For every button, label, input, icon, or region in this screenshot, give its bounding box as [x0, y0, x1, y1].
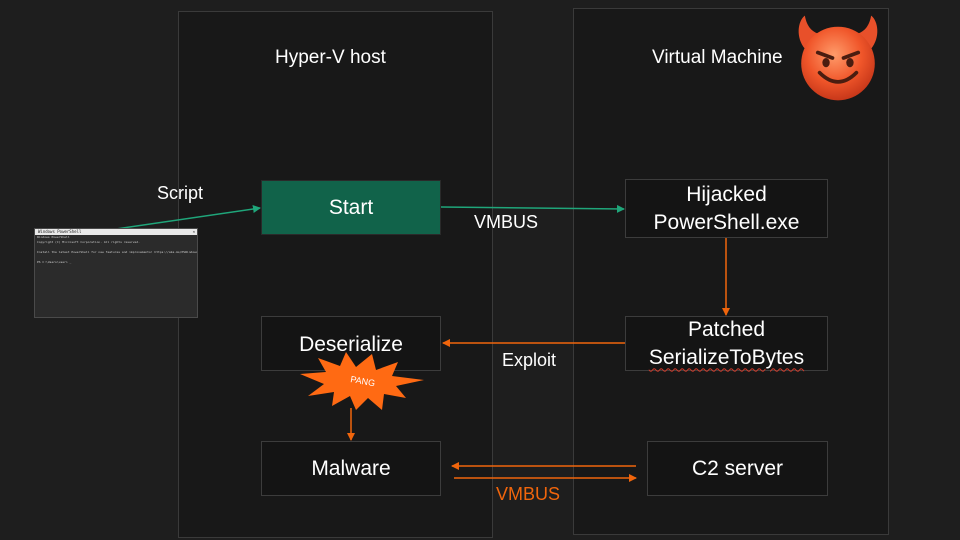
arrow-script-to-start	[115, 205, 261, 230]
script-label: Script	[157, 183, 204, 203]
powershell-title: Windows PowerShell	[38, 229, 82, 234]
terminal-line: Copyright (C) Microsoft Corporation. All…	[37, 240, 140, 244]
exploit-label: Exploit	[502, 350, 557, 370]
hijacked-powershell-box: Hijacked PowerShell.exe	[625, 179, 828, 238]
c2-server-box: C2 server	[647, 441, 828, 496]
vmbus-top-label: VMBUS	[474, 212, 539, 232]
malware-box: Malware	[261, 441, 441, 496]
hijacked-line1: Hijacked	[686, 182, 767, 206]
close-icon: ✕	[192, 229, 195, 234]
vmbus-bottom-label: VMBUS	[496, 484, 561, 504]
terminal-line: PS C:\Users\user> _	[37, 260, 72, 264]
powershell-window: Windows PowerShell ✕ Windows PowerShell …	[34, 228, 198, 318]
hyperv-host-title: Hyper-V host	[275, 47, 386, 68]
deserialize-label: Deserialize	[299, 333, 403, 356]
patched-line1: Patched	[687, 317, 766, 341]
start-label: Start	[328, 195, 374, 219]
c2-server-label: C2 server	[691, 456, 784, 480]
patched-serializer-box: Patched SerializeToBytes	[625, 316, 828, 371]
pang-burst: PANG	[300, 352, 424, 410]
arrow-start-to-hijacked	[440, 204, 625, 213]
virtual-machine-title: Virtual Machine	[652, 47, 783, 68]
patched-line2: SerializeToBytes	[648, 345, 805, 369]
pang-text: PANG	[350, 374, 376, 388]
powershell-titlebar: Windows PowerShell ✕	[35, 229, 197, 235]
terminal-line: Install the latest PowerShell for new fe…	[37, 250, 197, 254]
hijacked-line2: PowerShell.exe	[653, 210, 800, 234]
start-box: Start	[261, 180, 441, 235]
smiling-face-with-horns-icon	[798, 15, 878, 101]
burst-star-shape	[300, 352, 424, 410]
malware-label: Malware	[311, 456, 391, 480]
terminal-line: Windows PowerShell	[37, 235, 70, 239]
